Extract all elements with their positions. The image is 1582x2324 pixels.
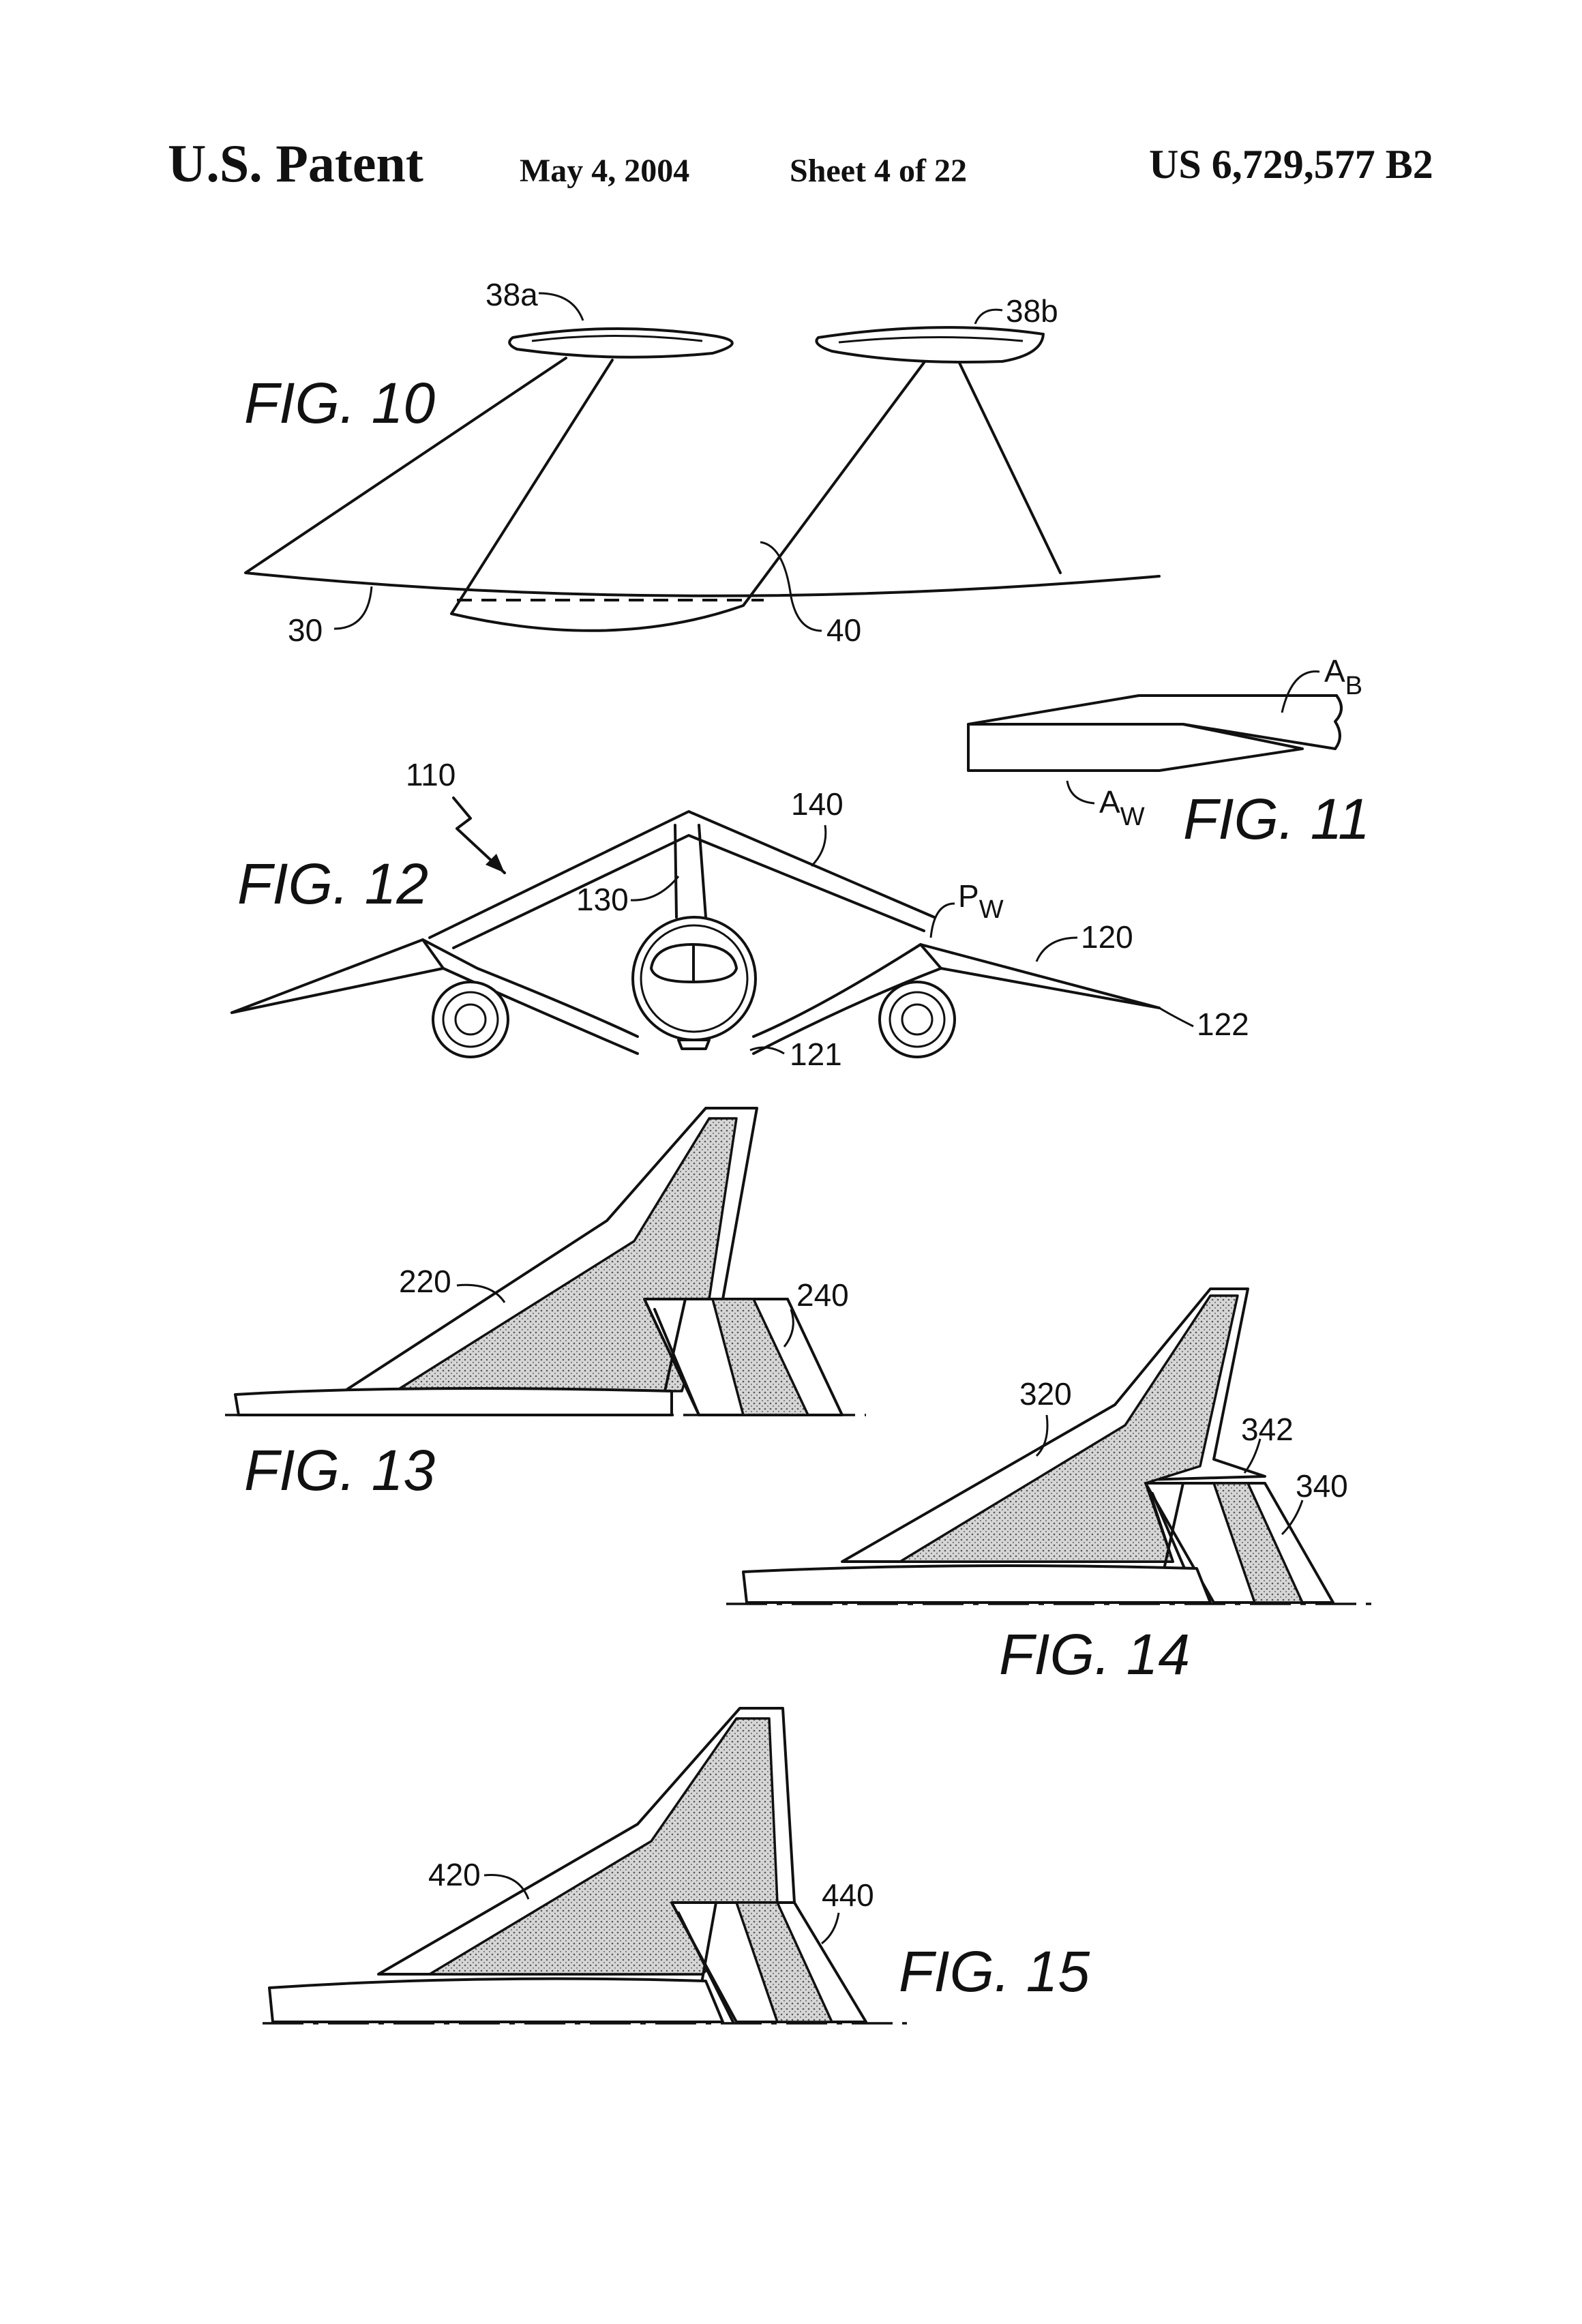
fig13-label: FIG. 13 xyxy=(244,1438,435,1502)
fig12-leader-140 xyxy=(811,825,826,866)
fig-15: 420 440 FIG. 15 xyxy=(263,1708,1090,2023)
fig10-leader-38a xyxy=(539,293,583,321)
fig14-label: FIG. 14 xyxy=(999,1622,1190,1686)
fig12-ref-120: 120 xyxy=(1081,919,1133,955)
fig-14: 320 342 340 FIG. 14 xyxy=(726,1289,1374,1686)
fig12-engine-left xyxy=(433,982,508,1057)
fig15-fuselage-top xyxy=(269,1979,723,2022)
fig10-ref-40: 40 xyxy=(826,612,861,648)
fig11-label: FIG. 11 xyxy=(1183,787,1370,851)
fig15-label: FIG. 15 xyxy=(899,1939,1090,2003)
fig10-ref-30: 30 xyxy=(288,612,323,648)
fig11-leader-AB xyxy=(1282,672,1319,713)
fig14-fuselage-top xyxy=(743,1566,1210,1603)
fig10-member-40 xyxy=(451,358,927,631)
fig14-ref-342: 342 xyxy=(1241,1412,1294,1447)
fig10-pod-38b xyxy=(817,327,1044,362)
fig14-ref-320: 320 xyxy=(1019,1376,1072,1412)
fig13-ref-220: 220 xyxy=(399,1264,451,1299)
fig-13: 220 240 FIG. 13 xyxy=(225,1108,866,1502)
fig11-ref-AW: AW xyxy=(1099,784,1145,831)
fig10-leader-38b xyxy=(975,310,1002,324)
fig12-leader-PW xyxy=(931,904,955,938)
fig13-fuselage-top xyxy=(235,1388,672,1415)
fig11-break-right xyxy=(1335,696,1341,749)
fig-10: 38a 38b 30 40 FIG. 10 xyxy=(244,277,1159,648)
fig12-ref-121: 121 xyxy=(790,1037,842,1072)
fig12-leader-130 xyxy=(631,876,678,900)
fig10-leader-40 xyxy=(760,542,822,631)
fig13-ref-240: 240 xyxy=(796,1277,849,1313)
fig12-leader-120 xyxy=(1036,938,1077,962)
fig14-ref-340: 340 xyxy=(1296,1468,1348,1504)
fig10-ref-38a: 38a xyxy=(486,277,538,312)
fig10-leader-30 xyxy=(334,586,372,629)
fig12-ref-110: 110 xyxy=(406,757,456,792)
fig11-lower-edge xyxy=(1183,724,1335,749)
fig15-ref-420: 420 xyxy=(428,1857,481,1892)
fig10-ref-38b: 38b xyxy=(1006,293,1058,329)
fig11-leader-AW xyxy=(1067,781,1094,803)
fig11-ref-AB: AB xyxy=(1324,653,1362,700)
fig12-nose-gear xyxy=(678,1040,709,1049)
fig12-ref-PW: PW xyxy=(958,878,1004,924)
fig12-leader-122 xyxy=(1159,1008,1193,1026)
fig15-leader-440 xyxy=(822,1913,839,1943)
fig-11: AB AW FIG. 11 xyxy=(968,653,1370,851)
fig11-outline xyxy=(968,696,1337,771)
fig12-label: FIG. 12 xyxy=(237,852,428,916)
fig12-engine-right xyxy=(880,982,955,1057)
fig12-ref-122: 122 xyxy=(1197,1007,1249,1042)
fig10-pod-38a xyxy=(509,329,732,357)
fig10-right-edge xyxy=(958,360,1060,573)
fig-12: 110 140 130 PW 120 121 122 FIG. 12 xyxy=(232,757,1249,1072)
fig15-ref-440: 440 xyxy=(822,1877,874,1913)
fig12-ref-140: 140 xyxy=(791,786,844,822)
fig12-ref-130: 130 xyxy=(576,882,629,917)
fig10-label: FIG. 10 xyxy=(244,371,435,435)
